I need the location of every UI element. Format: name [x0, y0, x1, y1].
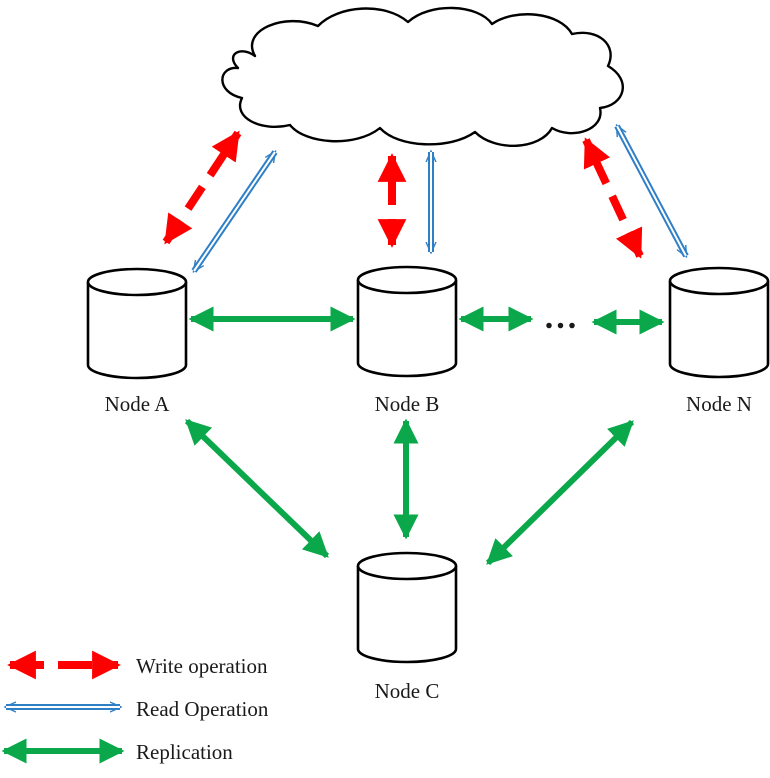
cloud-icon — [221, 6, 624, 147]
replication-arrow-n-c — [485, 419, 635, 566]
database-node-b-icon — [356, 265, 458, 378]
legend-write-label: Write operation — [136, 654, 268, 678]
legend: Write operation Read Operation Replicati… — [1, 650, 269, 764]
database-node-n-icon — [668, 266, 770, 379]
database-node-c-icon — [356, 551, 458, 664]
replication-arrow-a-c — [184, 418, 330, 559]
legend-replication-label: Replication — [136, 740, 233, 764]
read-arrow-node-a — [191, 152, 278, 271]
ellipsis-text: ... — [545, 299, 580, 336]
legend-read-label: Read Operation — [136, 697, 269, 721]
node-c-label: Node C — [375, 679, 440, 703]
node-b-label: Node B — [375, 392, 440, 416]
read-arrow-node-n — [614, 126, 689, 256]
node-n-label: Node N — [686, 392, 752, 416]
database-node-a-icon — [86, 267, 188, 380]
node-a-label: Node A — [105, 392, 171, 416]
